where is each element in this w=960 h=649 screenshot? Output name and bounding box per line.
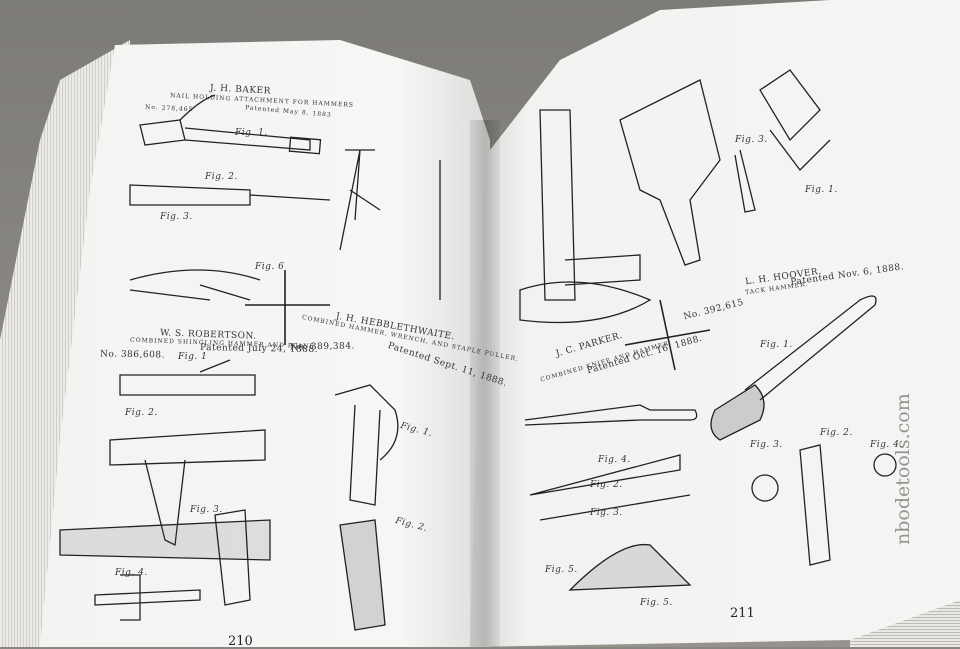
right-page	[470, 0, 960, 647]
fig-label: Fig. 1.	[805, 185, 838, 195]
fig-label: Fig. 3.	[750, 440, 783, 450]
claw-hammer-drawing	[139, 94, 322, 155]
tool-drawing	[759, 69, 831, 171]
patent-number: No. 386,608.	[99, 349, 166, 361]
tool-drawing	[94, 574, 201, 621]
fig-label: Fig. 5.	[545, 565, 578, 575]
blade-drawing	[568, 543, 692, 591]
tool-drawing	[339, 149, 381, 251]
square-drawing	[539, 109, 641, 301]
staple-puller-drawing	[334, 384, 399, 506]
book-gutter	[470, 120, 500, 647]
page-number-left: 210	[228, 634, 253, 649]
fig-label: Fig. 6	[255, 262, 285, 272]
fig-label: Fig. 5.	[640, 598, 673, 608]
tack-hammer-drawing	[710, 384, 765, 441]
fig-label: Fig. 4.	[870, 440, 903, 450]
left-page	[40, 40, 490, 647]
watermark: nbodetools.com	[892, 393, 914, 545]
fig-label: Fig. 2.	[820, 428, 853, 438]
fig-label: Fig. 1.	[760, 340, 793, 350]
knife-drawing	[529, 454, 691, 521]
knife-hammer-drawing	[519, 281, 652, 324]
crosshair	[624, 299, 711, 371]
tool-drawing	[734, 149, 756, 213]
hammer-drawing	[109, 429, 266, 546]
knife-drawing	[524, 404, 698, 426]
fig-label: Fig. 3.	[735, 135, 768, 145]
patent-number: No. 389,384.	[289, 341, 356, 353]
hammer-drawing	[214, 509, 251, 606]
fig-label: Fig. 1	[178, 352, 208, 362]
plane-drawing	[119, 359, 256, 396]
fig-label: Fig. 4.	[598, 455, 631, 465]
crosshair	[245, 270, 330, 345]
page-number-right: 211	[730, 606, 755, 621]
fig-label: Fig. 3.	[590, 508, 623, 518]
fig-label: Fig. 1.	[235, 128, 268, 138]
fig-label: Fig. 3.	[160, 212, 193, 222]
tool-drawing	[129, 184, 331, 206]
hammer-drawing	[59, 519, 271, 561]
fig-label: Fig. 2.	[205, 172, 238, 182]
fig-label: Fig. 4.	[115, 568, 148, 578]
tool-drawing	[799, 444, 831, 566]
pliers-drawing	[619, 79, 721, 266]
fig-label: Fig. 2.	[590, 480, 623, 490]
tool-drawing	[751, 474, 779, 502]
fig-label: Fig. 3.	[190, 505, 223, 515]
staple-puller-drawing	[339, 519, 386, 631]
tack-hammer-drawing	[744, 295, 877, 401]
fig-label: Fig. 2.	[125, 408, 158, 418]
tool-drawing	[129, 269, 261, 301]
tool-drawing	[873, 453, 897, 477]
